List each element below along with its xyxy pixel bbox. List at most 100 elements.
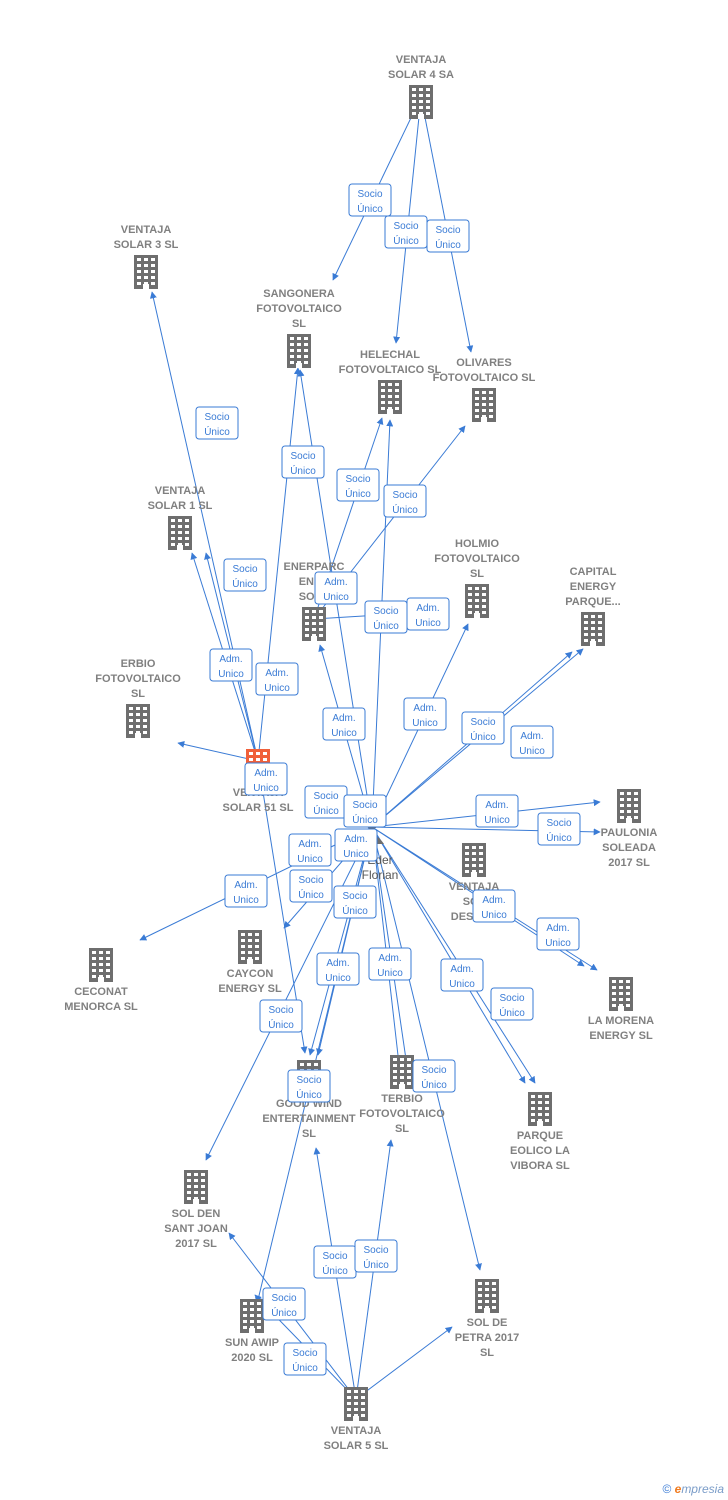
relation-badge[interactable]: Adm.Unico (244, 762, 288, 796)
relation-badge-text: Unico (323, 592, 349, 603)
building-icon (581, 612, 605, 646)
building-icon (240, 1299, 264, 1333)
relation-badge[interactable]: Adm.Unico (368, 947, 412, 981)
company-name-line: SANT JOAN (164, 1223, 228, 1235)
company-name-line: PAULONIA (601, 827, 658, 839)
relation-badge-text: Unico (331, 728, 357, 739)
building-icon (184, 1170, 208, 1204)
building-icon (409, 85, 433, 119)
person-name-line: Florian (362, 868, 399, 882)
relation-badge[interactable]: Adm.Unico (403, 697, 447, 731)
company-name-line: TERBIO (381, 1093, 423, 1105)
company-name-line: SOLAR 3 SL (114, 239, 179, 251)
relation-badge[interactable]: Adm.Unico (224, 874, 268, 908)
relation-badge-text: Socio (268, 1005, 293, 1016)
relation-badge[interactable]: Adm.Unico (316, 952, 360, 986)
relation-badge-text: Adm. (482, 895, 505, 906)
relation-badge-text: Socio (292, 1348, 317, 1359)
relation-badge-text: Adm. (324, 577, 347, 588)
relation-badge-text: Socio (421, 1065, 446, 1076)
relation-badge-text: Único (322, 1264, 348, 1277)
company-name-line: SL (302, 1128, 316, 1140)
relation-badge[interactable]: Adm.Unico (255, 662, 299, 696)
company-node[interactable]: CAPITALENERGYPARQUE... (565, 566, 621, 646)
relation-badge-text: Socio (290, 451, 315, 462)
copyright-icon: © (662, 1482, 672, 1496)
building-icon (89, 948, 113, 982)
relation-badge[interactable]: Adm.Unico (440, 958, 484, 992)
relation-badge[interactable]: Adm.Unico (322, 707, 366, 741)
relation-badge-text: Único (313, 804, 339, 817)
building-icon (378, 380, 402, 414)
building-icon (344, 1387, 368, 1421)
relation-badge-text: Unico (481, 910, 507, 921)
badges-layer: SocioÚnicoSocioÚnicoSocioÚnicoSocioÚnico… (195, 183, 581, 1376)
relation-badge-text: Único (232, 577, 258, 590)
company-name-line: 2020 SL (231, 1352, 273, 1364)
relation-badge[interactable]: Adm.Unico (475, 794, 519, 828)
company-name-line: ENERGY SL (218, 983, 282, 995)
building-icon (238, 930, 262, 964)
relation-badge[interactable]: Adm. Unico (472, 889, 516, 923)
relation-badge-text: Unico (545, 938, 571, 949)
relation-badge[interactable]: Adm.Unico (510, 725, 554, 759)
relation-badge-text: Único (421, 1078, 447, 1091)
relation-badge-text: Adm. (234, 880, 257, 891)
company-name-line: SOL DEN (172, 1208, 221, 1220)
building-icon (528, 1092, 552, 1126)
relation-badge[interactable]: Adm.Unico (209, 648, 253, 682)
relation-badge-text: Único (546, 831, 572, 844)
company-name-line: HELECHAL (360, 349, 420, 361)
relation-badge[interactable]: Adm.Unico (536, 917, 580, 951)
relation-badge[interactable]: Adm.Unico (288, 833, 332, 867)
relation-badge[interactable]: Adm. Unico (314, 571, 358, 605)
relation-badge[interactable]: Adm.Unico (334, 828, 378, 862)
company-name-line: EOLICO LA (510, 1145, 570, 1157)
relation-badge[interactable]: Adm.Unico (406, 597, 450, 631)
relation-badge-text: Unico (415, 618, 441, 629)
company-name-line: ENERGY SL (589, 1030, 653, 1042)
